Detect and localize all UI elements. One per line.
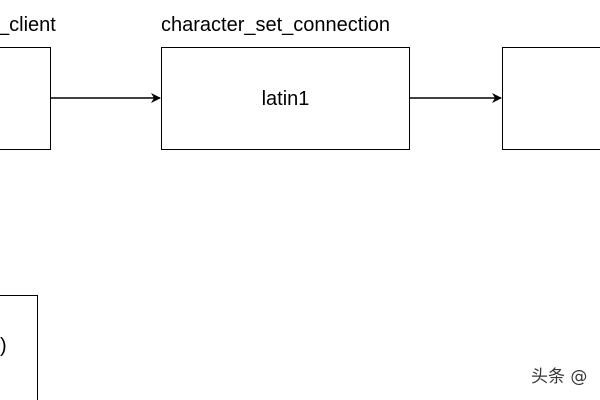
- connection-node-box: latin1: [161, 47, 410, 150]
- lower-node-box: ): [0, 295, 38, 400]
- client-node-box: [0, 47, 51, 150]
- watermark-text: 头条 @: [531, 367, 588, 387]
- connection-node-value: latin1: [261, 88, 310, 110]
- lower-node-value: ): [0, 335, 7, 357]
- next-node-box: [502, 47, 600, 150]
- connection-node-header: character_set_connection: [161, 14, 391, 36]
- client-node-header: _client: [0, 14, 56, 36]
